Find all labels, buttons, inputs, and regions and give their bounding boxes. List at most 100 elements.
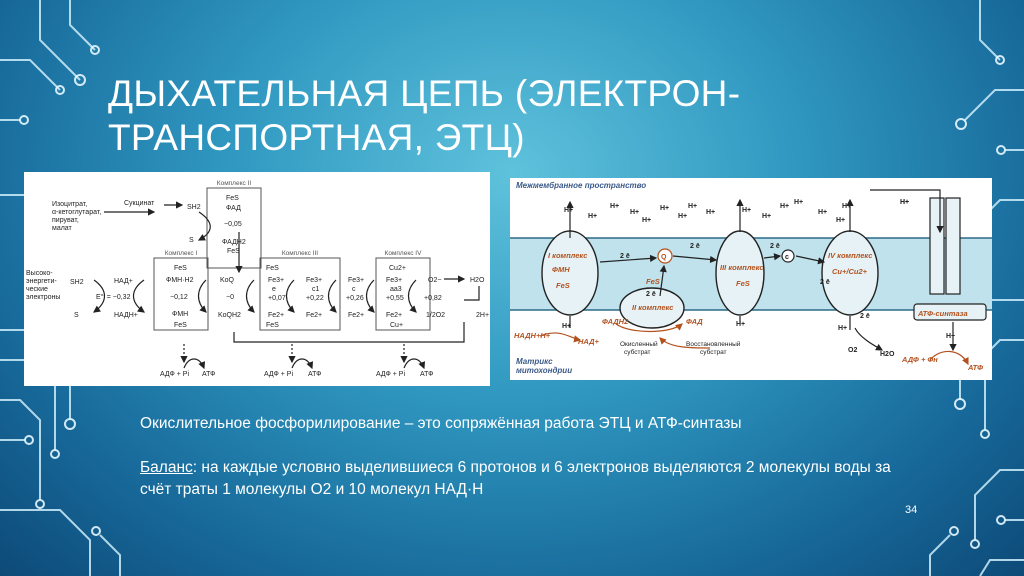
nadh: НАДН+ (114, 312, 138, 319)
c-fe3: Fe3+ (348, 277, 364, 284)
c1-fes2: FeS (174, 322, 187, 329)
two-e-5: 2 ē (646, 291, 656, 298)
koq-e: −0 (226, 294, 234, 301)
svg-text:H+: H+ (736, 321, 745, 328)
c2-fes2: FeS (227, 248, 240, 255)
eo: E°′ = −0,32 (96, 293, 131, 301)
c3-e2: +0,22 (306, 295, 324, 302)
o2-label: O2 (848, 347, 857, 354)
c2-e: −0,05 (224, 221, 242, 228)
svg-text:H+: H+ (660, 205, 669, 212)
svg-text:H+: H+ (562, 323, 571, 330)
svg-text:H+: H+ (706, 209, 715, 216)
c3-c1: c1 (312, 286, 320, 293)
intermembrane-label: Межмембранное пространство (516, 181, 646, 190)
c3-fe2c: Fe2+ (306, 312, 322, 319)
svg-text:H+: H+ (630, 209, 639, 216)
svg-text:H+: H+ (946, 333, 955, 340)
svg-text:H+: H+ (818, 209, 827, 216)
atp-label: АТФ (967, 363, 983, 372)
svg-text:H+: H+ (762, 213, 771, 220)
atp2: АТФ (308, 371, 322, 378)
c1-fes: FeS (174, 265, 187, 272)
h2o-label: H2O (880, 351, 895, 358)
fes-label: FeS (556, 281, 570, 290)
complex2-label: II комплекс (632, 303, 674, 312)
svg-text:H+: H+ (588, 213, 597, 220)
two-e-3: 2 ē (770, 243, 780, 250)
svg-text:H+: H+ (610, 203, 619, 210)
half-o2: 1/2O2 (426, 312, 445, 319)
svg-text:H+: H+ (564, 207, 573, 214)
complex3-title: Комплекс III (282, 250, 318, 257)
fadh2-label: ФАДН2 (602, 317, 629, 326)
sh2-main: SH2 (70, 279, 84, 286)
adp-label: АДФ + Фн (901, 355, 938, 364)
svg-text:H+: H+ (836, 217, 845, 224)
o-e: +0,82 (424, 295, 442, 302)
two-e-2: 2 ē (690, 243, 700, 250)
respiratory-chain-scheme: Комплекс II Комплекс I Комплекс III Комп… (24, 172, 490, 386)
c4-fe3: Fe3+ (386, 277, 402, 284)
koq: KoQ (220, 277, 235, 284)
complex4-title: Комплекс IV (385, 250, 423, 257)
c-label: c (785, 254, 789, 261)
c3-b: e (272, 286, 276, 293)
atp3: АТФ (420, 371, 434, 378)
atp1: АТФ (202, 371, 216, 378)
svg-text:H+: H+ (688, 203, 697, 210)
c1-fmnh2: ФМН·Н2 (166, 277, 194, 284)
fad-label: ФАД (686, 317, 703, 326)
c2-fadh2: ФАДН2 (222, 239, 246, 246)
body-text: Окислительное фосфорилирование – это соп… (140, 413, 900, 501)
c-c: c (352, 286, 356, 293)
nadh-label: НАДН+Н+ (514, 331, 551, 340)
c3-fe3a: Fe3+ (268, 277, 284, 284)
c2-fes: FeS (226, 195, 239, 202)
c3-fes2: FeS (266, 322, 279, 329)
c3-fes: FeS (266, 265, 279, 272)
c3-fe2b: Fe2+ (268, 312, 284, 319)
fmn-label: ФМН (552, 265, 570, 274)
c4-e: +0,55 (386, 295, 404, 302)
complex1-title: Комплекс I (165, 250, 198, 257)
svg-text:H+: H+ (780, 203, 789, 210)
definition-line: Окислительное фосфорилирование – это соп… (140, 415, 742, 432)
two-e-1: 2 ē (620, 253, 630, 260)
s-main: S (74, 312, 79, 319)
complex4-label: IV комплекс (828, 251, 873, 260)
c-fe2: Fe2+ (348, 312, 364, 319)
balance-label: Баланс (140, 459, 193, 476)
c3-e1: +0,07 (268, 295, 286, 302)
balance-text: : на каждые условно выделившиеся 6 прото… (140, 459, 891, 498)
cu-label: Cu+/Cu2+ (832, 267, 868, 276)
two-e-6: 2 ē (860, 313, 870, 320)
c3-fe2a: Fe3+ (306, 277, 322, 284)
c2-fes-label: FeS (646, 277, 660, 286)
svg-text:H+: H+ (642, 217, 651, 224)
o2m: O2− (428, 277, 441, 284)
succinate-label: Сукцинат (124, 200, 155, 207)
substrates-label: Изоцитрат,α-кетоглутарат,пируват,малат (52, 201, 101, 232)
two-e-4: 2 ē (820, 279, 830, 286)
svg-text:H+: H+ (794, 199, 803, 206)
c1-e: −0,12 (170, 294, 188, 301)
svg-text:H+: H+ (900, 199, 909, 206)
complex2-title: Комплекс II (217, 180, 252, 187)
sh2-top: SH2 (187, 204, 201, 211)
h2o: H2O (470, 277, 485, 284)
complex1-label: I комплекс (548, 251, 588, 260)
c4-fe2: Fe2+ (386, 312, 402, 319)
page-number: 34 (905, 504, 918, 516)
atp-synthase-label: АТФ-синтаза (917, 309, 968, 318)
balance-paragraph: Баланс: на каждые условно выделившиеся 6… (140, 457, 900, 501)
complex3-label: III комплекс (720, 263, 764, 272)
svg-text:H+: H+ (742, 207, 751, 214)
c-e: +0,26 (346, 295, 364, 302)
svg-text:H+: H+ (678, 213, 687, 220)
nad-label: НАД+ (578, 337, 600, 346)
